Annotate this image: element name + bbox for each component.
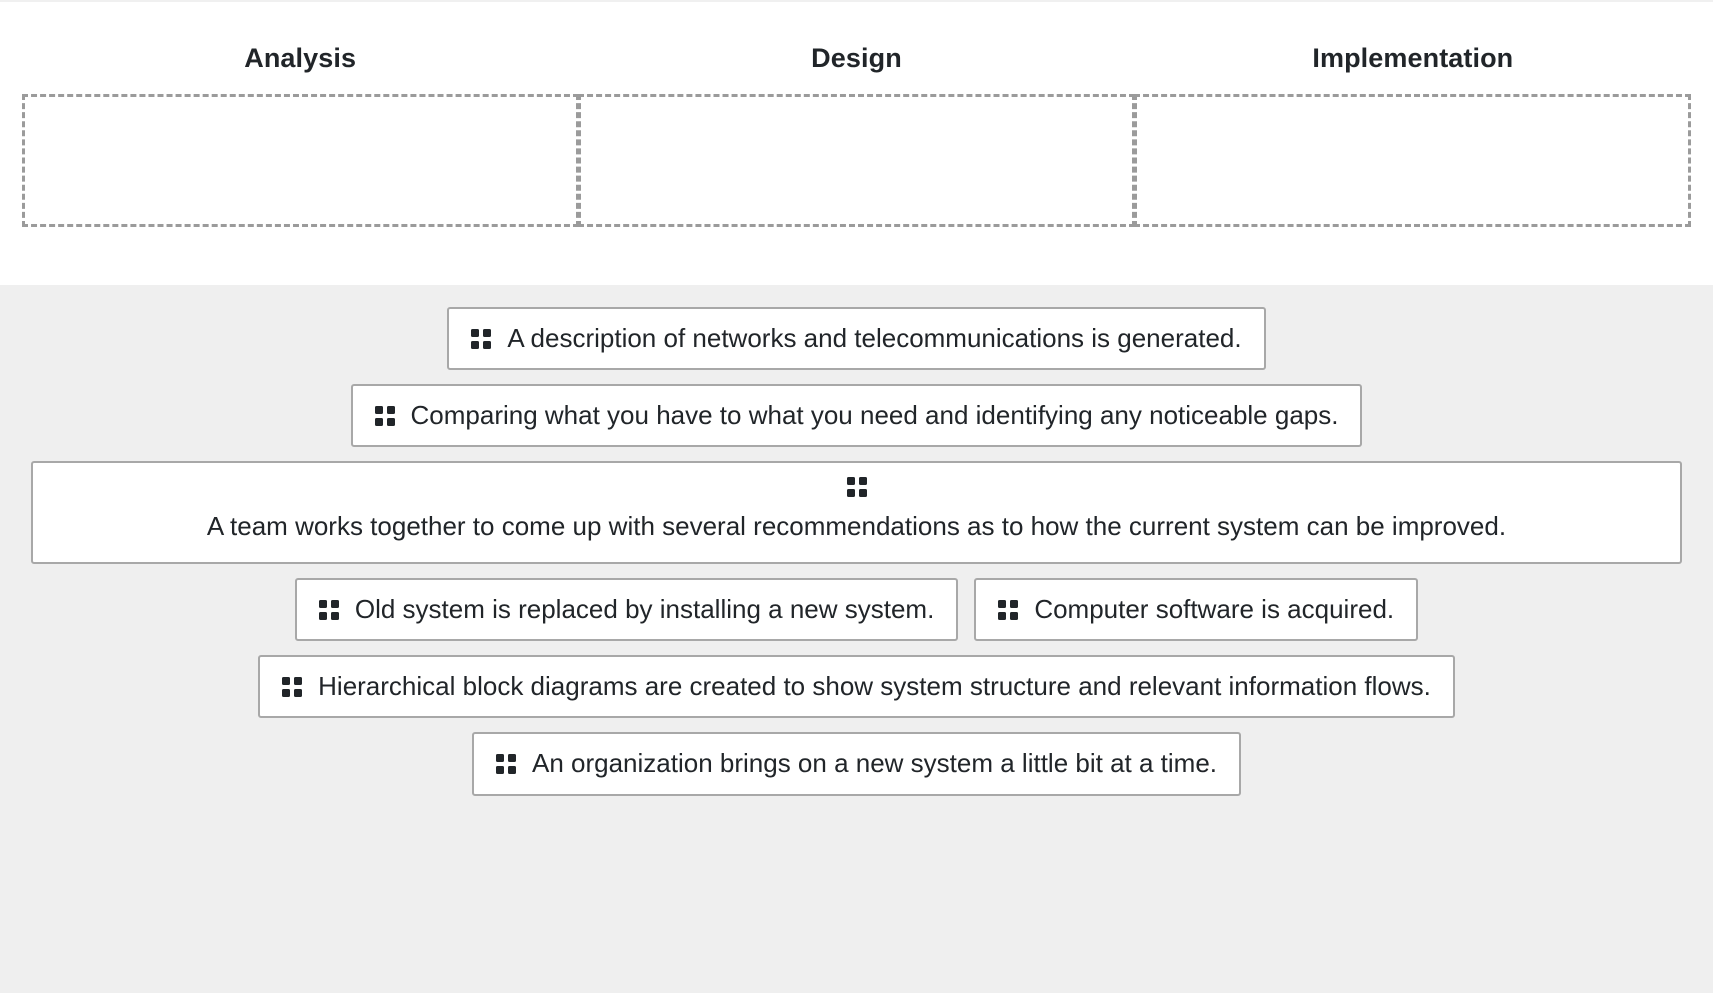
drag-handle-icon[interactable] (495, 754, 516, 775)
draggable-item-label: Computer software is acquired. (1034, 594, 1395, 625)
draggable-item[interactable]: A description of networks and telecommun… (447, 307, 1266, 371)
draggable-item-pair-row: Old system is replaced by installing a n… (294, 578, 1419, 655)
dropzone-row (22, 94, 1691, 228)
dropzone-region: Analysis Design Implementation (0, 0, 1713, 285)
column-header-row: Analysis Design Implementation (0, 2, 1713, 94)
draggable-item[interactable]: An organization brings on a new system a… (471, 732, 1241, 796)
draggable-item[interactable]: A team works together to come up with se… (31, 461, 1682, 565)
drag-handle-icon[interactable] (374, 405, 395, 426)
column-header-design: Design (811, 43, 902, 73)
draggable-item-label: A team works together to come up with se… (206, 511, 1507, 542)
drag-handle-icon[interactable] (846, 477, 867, 498)
dropzone-design[interactable] (577, 94, 1136, 228)
drag-handle-icon[interactable] (998, 599, 1019, 620)
dropzone-implementation[interactable] (1133, 94, 1691, 228)
column-header-analysis: Analysis (244, 43, 357, 73)
draggable-item-label: Old system is replaced by installing a n… (354, 594, 935, 625)
draggable-item-label: An organization brings on a new system a… (531, 748, 1217, 779)
draggable-item-label: A description of networks and telecommun… (507, 323, 1242, 353)
drag-handle-icon[interactable] (471, 328, 492, 349)
column-header-implementation: Implementation (1312, 43, 1514, 73)
item-bank: A description of networks and telecommun… (0, 285, 1713, 993)
drag-handle-icon[interactable] (318, 599, 339, 620)
draggable-item-label: Comparing what you have to what you need… (410, 400, 1339, 431)
draggable-item-label: Hierarchical block diagrams are created … (318, 671, 1431, 702)
draggable-item[interactable]: Hierarchical block diagrams are created … (258, 655, 1455, 719)
dropzone-analysis[interactable] (22, 94, 580, 228)
drag-handle-icon[interactable] (282, 676, 303, 697)
draggable-item[interactable]: Comparing what you have to what you need… (350, 384, 1363, 448)
draggable-item[interactable]: Old system is replaced by installing a n… (294, 578, 959, 642)
draggable-item[interactable]: Computer software is acquired. (974, 578, 1419, 642)
